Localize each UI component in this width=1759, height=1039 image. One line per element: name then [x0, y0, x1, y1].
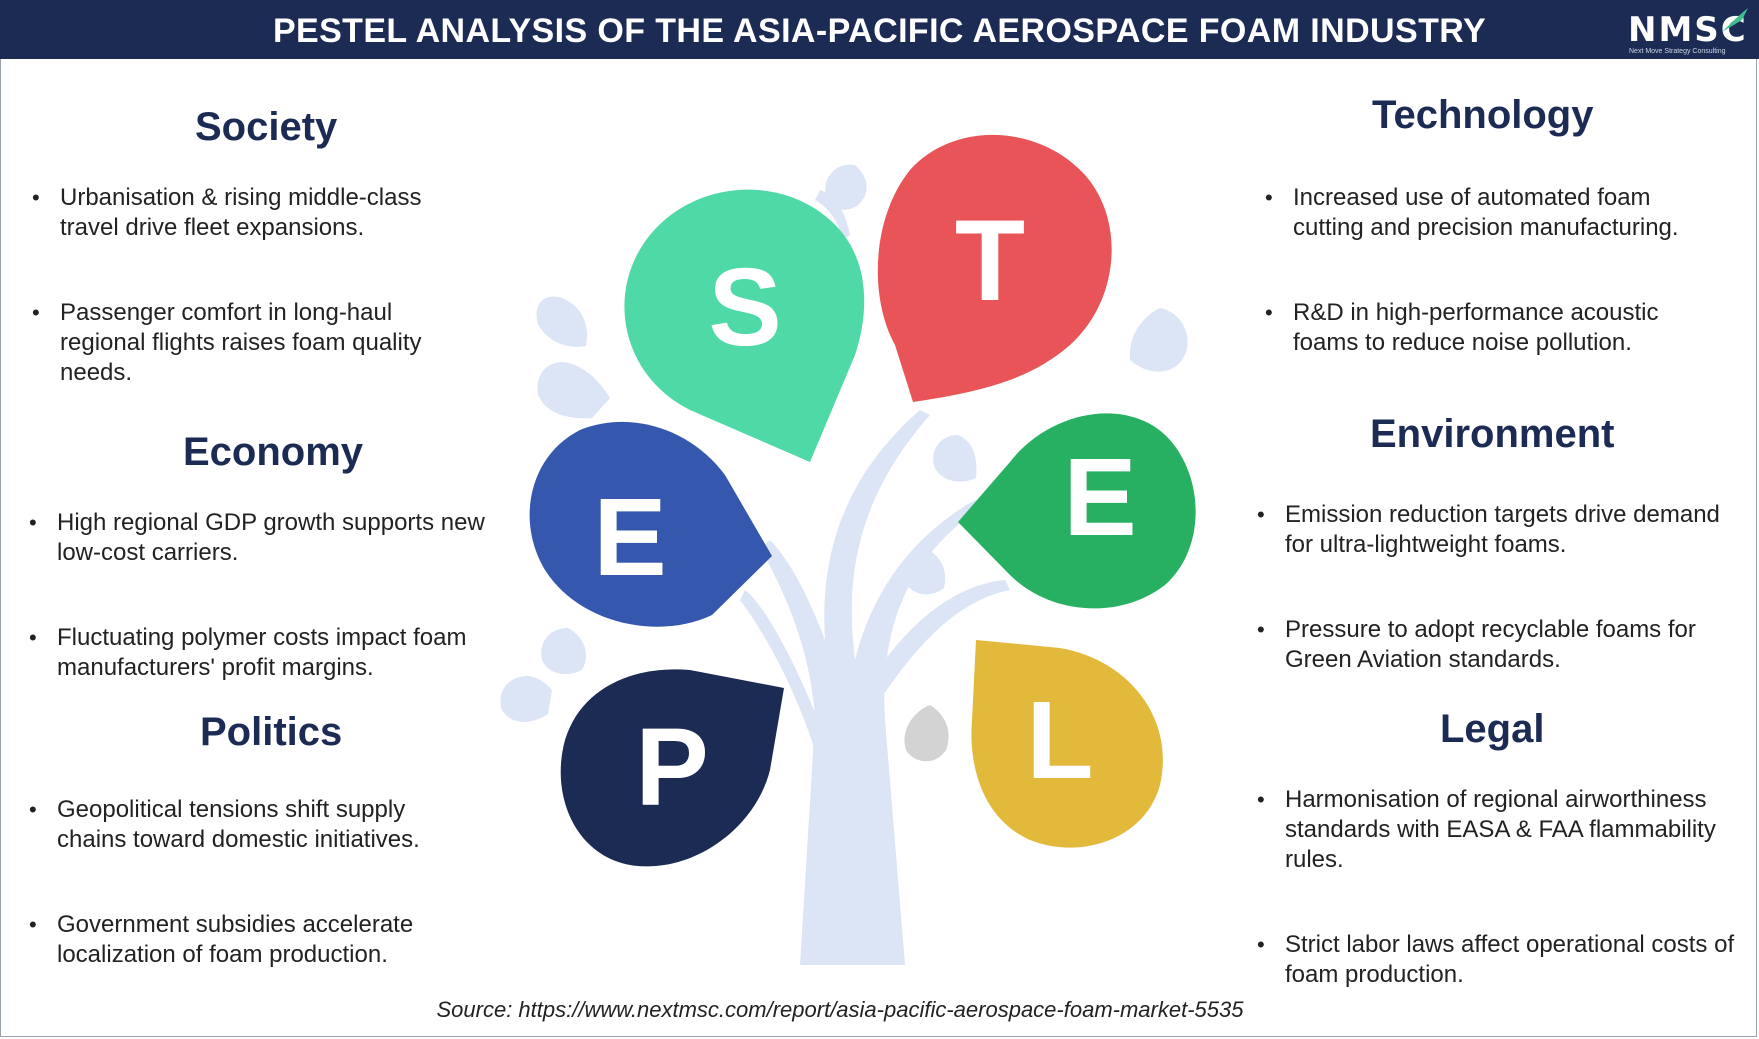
technology-heading: Technology — [1372, 93, 1594, 137]
letter-e-economy: E — [593, 476, 666, 599]
petal-economy: E — [529, 421, 772, 627]
environment-heading: Environment — [1370, 412, 1615, 456]
economy-point-2: •Fluctuating polymer costs impact foam m… — [29, 624, 467, 681]
society-point-1: •Urbanisation & rising middle-class trav… — [32, 184, 422, 241]
logo-swoosh-icon — [1722, 8, 1748, 32]
petal-society: S — [624, 189, 865, 462]
nmsc-logo: NMSC Next Move Strategy Consulting — [1620, 6, 1752, 56]
economy-point-1: •High regional GDP growth supports new l… — [29, 509, 485, 566]
tree-icon — [740, 190, 1010, 965]
letter-s: S — [708, 246, 781, 369]
environment-point-2: •Pressure to adopt recyclable foams for … — [1257, 616, 1696, 673]
politics-point-1: •Geopolitical tensions shift supply chai… — [29, 796, 420, 853]
environment-point-1: •Emission reduction targets drive demand… — [1257, 501, 1720, 558]
petal-politics: P — [560, 669, 784, 867]
legal-point-2: •Strict labor laws affect operational co… — [1257, 931, 1735, 988]
economy-heading: Economy — [183, 430, 364, 474]
legal-point-1: •Harmonisation of regional airworthiness… — [1257, 786, 1716, 873]
society-point-2: •Passenger comfort in long-haul regional… — [32, 299, 422, 386]
letter-p: P — [635, 706, 708, 829]
politics-point-2: •Government subsidies accelerate localiz… — [29, 911, 414, 968]
header-bar — [0, 0, 1759, 59]
petal-legal: L — [971, 640, 1163, 848]
petal-technology: T — [877, 134, 1112, 402]
letter-e-environment: E — [1063, 436, 1136, 559]
petal-environment: E — [958, 413, 1196, 609]
page-title: PESTEL ANALYSIS OF THE ASIA-PACIFIC AERO… — [272, 12, 1487, 50]
technology-point-1: •Increased use of automated foam cutting… — [1265, 184, 1679, 241]
logo-tagline: Next Move Strategy Consulting — [1629, 48, 1726, 55]
legal-heading: Legal — [1440, 707, 1545, 751]
letter-l: L — [1026, 679, 1093, 802]
politics-heading: Politics — [200, 710, 343, 754]
technology-point-2: •R&D in high-performance acoustic foams … — [1265, 299, 1659, 356]
source-citation: Source: https://www.nextmsc.com/report/a… — [436, 997, 1244, 1022]
decorative-leaves — [500, 164, 1188, 762]
logo-text: NMSC — [1628, 10, 1748, 50]
letter-t: T — [955, 197, 1025, 325]
society-heading: Society — [195, 105, 338, 149]
